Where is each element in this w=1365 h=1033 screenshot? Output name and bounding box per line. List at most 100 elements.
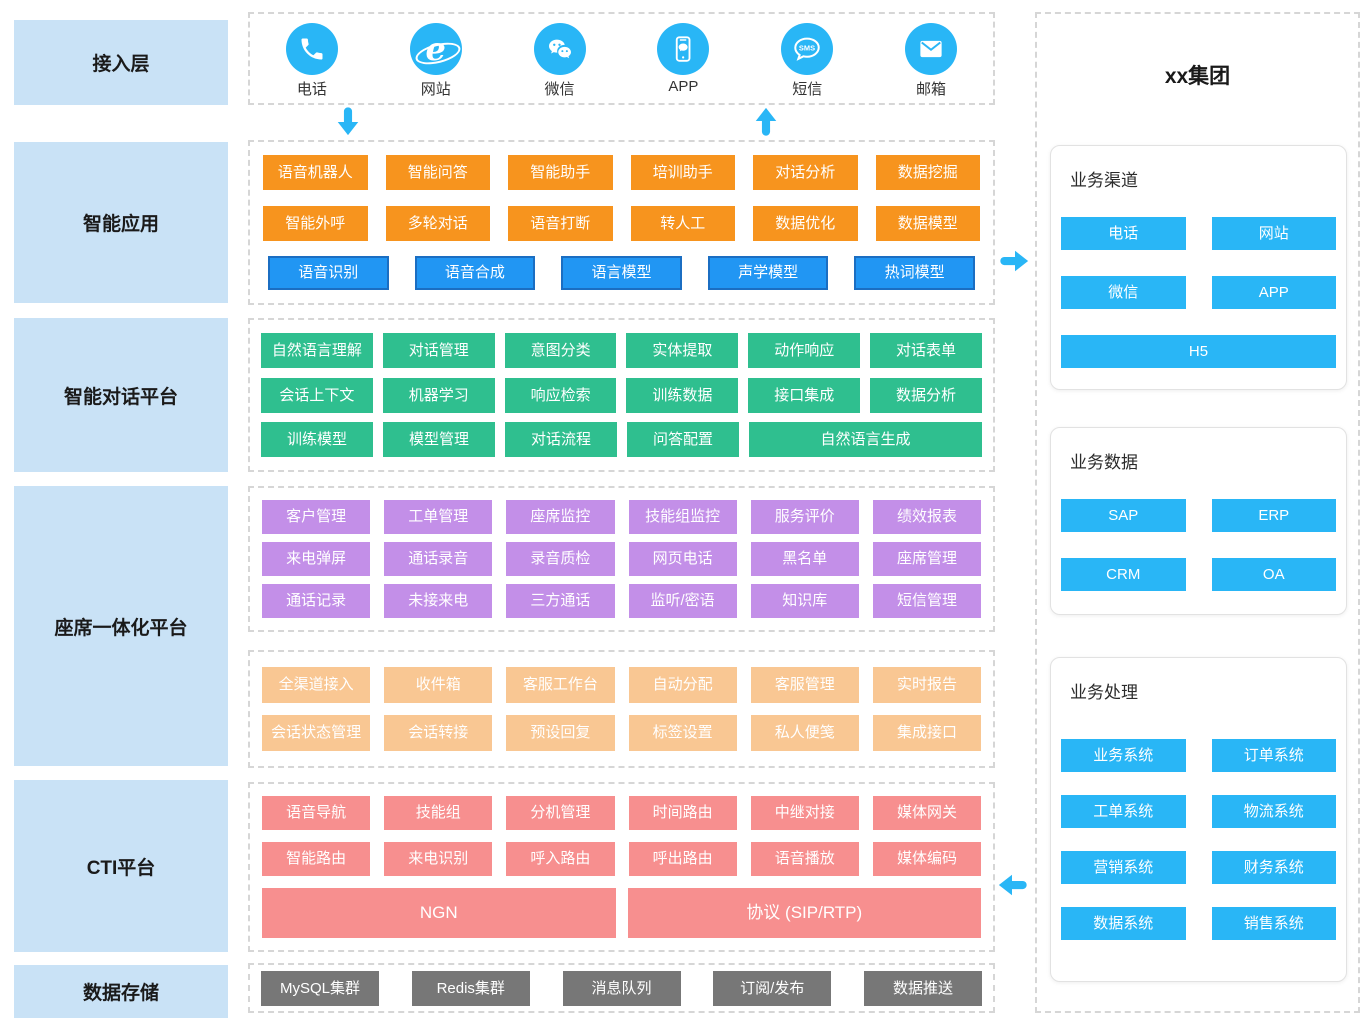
cti-platform-section: 语音导航技能组分机管理时间路由中继对接媒体网关 智能路由来电识别呼入路由呼出路由…	[248, 782, 995, 952]
access-channels-section: 电话 e 网站 微信	[248, 12, 995, 105]
process-system-button: 物流系统	[1211, 795, 1336, 828]
agent-feature-box: 未接来电	[384, 584, 493, 618]
storage-box: 消息队列	[562, 970, 681, 1006]
layer-label-access: 接入层	[14, 20, 228, 105]
dialog-feature-box: 接口集成	[748, 377, 861, 413]
dialog-feature-box: 模型管理	[383, 422, 495, 457]
dialog-feature-box: 问答配置	[627, 422, 739, 457]
app-feature-box: 智能助手	[508, 155, 613, 190]
cti-feature-box: 智能路由	[262, 842, 371, 876]
service-feature-box: 会话状态管理	[262, 715, 371, 751]
process-system-button: 财务系统	[1211, 851, 1336, 884]
data-system-button: CRM	[1061, 558, 1186, 591]
agent-feature-box: 工单管理	[384, 500, 493, 534]
storage-box: 订阅/发布	[713, 970, 832, 1006]
agent-feature-box: 短信管理	[872, 584, 982, 618]
dialog-platform-section: 自然语言理解对话管理意图分类实体提取动作响应对话表单 会话上下文机器学习响应检索…	[248, 318, 995, 472]
service-feature-box: 客服管理	[750, 667, 859, 703]
service-feature-box: 会话转接	[384, 715, 493, 751]
channel-item-sms: SMS 短信	[759, 23, 855, 99]
dialog-feature-box: 训练模型	[261, 422, 373, 457]
app-feature-box: 智能外呼	[263, 205, 368, 241]
arrow-down-icon	[333, 107, 363, 137]
layer-label-dialog-platform: 智能对话平台	[14, 318, 228, 472]
cti-base-box: NGN	[262, 888, 616, 938]
cti-feature-box: 呼出路由	[628, 842, 737, 876]
app-feature-box: 数据模型	[875, 205, 980, 241]
app-feature-box: 培训助手	[630, 155, 735, 190]
intelligent-app-row-1: 语音机器人智能问答智能助手培训助手对话分析数据挖掘	[263, 155, 980, 190]
dialog-feature-box: 自然语言生成	[749, 422, 982, 457]
intelligent-app-row-2: 智能外呼多轮对话语音打断转人工数据优化数据模型	[263, 205, 980, 241]
channel-item-website: e 网站	[388, 23, 484, 99]
cti-feature-box: 语音导航	[262, 796, 371, 830]
dialog-feature-box: 机器学习	[382, 377, 495, 413]
dialog-feature-box: 实体提取	[626, 333, 739, 368]
layer-label-agent-platform: 座席一体化平台	[14, 486, 228, 766]
channel-button: APP	[1211, 276, 1336, 309]
tech-box: 声学模型	[707, 256, 829, 290]
layer-label-cti-platform: CTI平台	[14, 780, 228, 952]
wechat-icon	[533, 23, 586, 75]
service-feature-box: 标签设置	[628, 715, 737, 751]
channel-label: 邮箱	[916, 81, 947, 98]
data-system-button: OA	[1211, 558, 1336, 591]
process-system-button: 数据系统	[1061, 907, 1186, 940]
agent-feature-box: 座席管理	[872, 542, 982, 576]
dialog-feature-box: 动作响应	[748, 333, 861, 368]
agent-feature-box: 服务评价	[750, 500, 859, 534]
agent-feature-box: 客户管理	[262, 500, 371, 534]
sms-icon: SMS	[781, 23, 834, 75]
dialog-feature-box: 对话表单	[870, 333, 982, 368]
cti-feature-box: 语音播放	[750, 842, 859, 876]
channel-item-wechat: 微信	[512, 23, 608, 99]
app-feature-box: 转人工	[630, 205, 735, 241]
data-system-button: SAP	[1061, 499, 1186, 532]
storage-box: MySQL集群	[261, 970, 379, 1006]
channel-item-app: APP	[635, 23, 731, 95]
channel-button: 网站	[1211, 217, 1336, 250]
app-feature-box: 智能问答	[385, 155, 490, 190]
card-title: 业务数据	[1070, 453, 1138, 472]
app-feature-box: 语音机器人	[263, 155, 368, 190]
agent-feature-box: 座席监控	[506, 500, 615, 534]
process-system-button: 业务系统	[1061, 739, 1186, 772]
agent-feature-box: 监听/密语	[628, 584, 737, 618]
card-title: 业务渠道	[1070, 171, 1138, 190]
business-process-buttons: 业务系统订单系统工单系统物流系统营销系统财务系统数据系统销售系统	[1061, 739, 1336, 940]
intelligent-app-section: 语音机器人智能问答智能助手培训助手对话分析数据挖掘 智能外呼多轮对话语音打断转人…	[248, 140, 995, 305]
cti-feature-box: 时间路由	[628, 796, 737, 830]
dialog-feature-box: 对话流程	[505, 422, 617, 457]
cti-feature-box: 中继对接	[750, 796, 859, 830]
agent-feature-box: 通话录音	[384, 542, 493, 576]
layer-label-intelligent-app: 智能应用	[14, 142, 228, 303]
agent-feature-box: 绩效报表	[872, 500, 982, 534]
cti-feature-box: 媒体编码	[872, 842, 982, 876]
mail-icon	[905, 23, 958, 75]
arrow-right-icon	[1000, 246, 1030, 276]
process-system-button: 营销系统	[1061, 851, 1186, 884]
cti-row-2: 智能路由来电识别呼入路由呼出路由语音播放媒体编码	[262, 842, 982, 876]
channel-item-mail: 邮箱	[883, 23, 979, 99]
channel-label: APP	[668, 78, 699, 95]
dialog-feature-box: 对话管理	[382, 333, 495, 368]
service-feature-box: 客服工作台	[506, 667, 615, 703]
arrow-up-icon	[751, 106, 781, 136]
app-feature-box: 语音打断	[508, 205, 613, 241]
channel-button: 电话	[1061, 217, 1186, 250]
service-feature-box: 实时报告	[872, 667, 982, 703]
service-feature-box: 收件箱	[384, 667, 493, 703]
dialog-feature-box: 数据分析	[870, 377, 982, 413]
channel-label: 短信	[792, 81, 823, 98]
cti-base-box: 协议 (SIP/RTP)	[627, 888, 981, 938]
tech-box: 语言模型	[561, 256, 682, 290]
storage-box: Redis集群	[411, 970, 530, 1006]
service-row-1: 全渠道接入收件箱客服工作台自动分配客服管理实时报告	[262, 667, 982, 703]
dialog-feature-box: 意图分类	[504, 333, 617, 368]
